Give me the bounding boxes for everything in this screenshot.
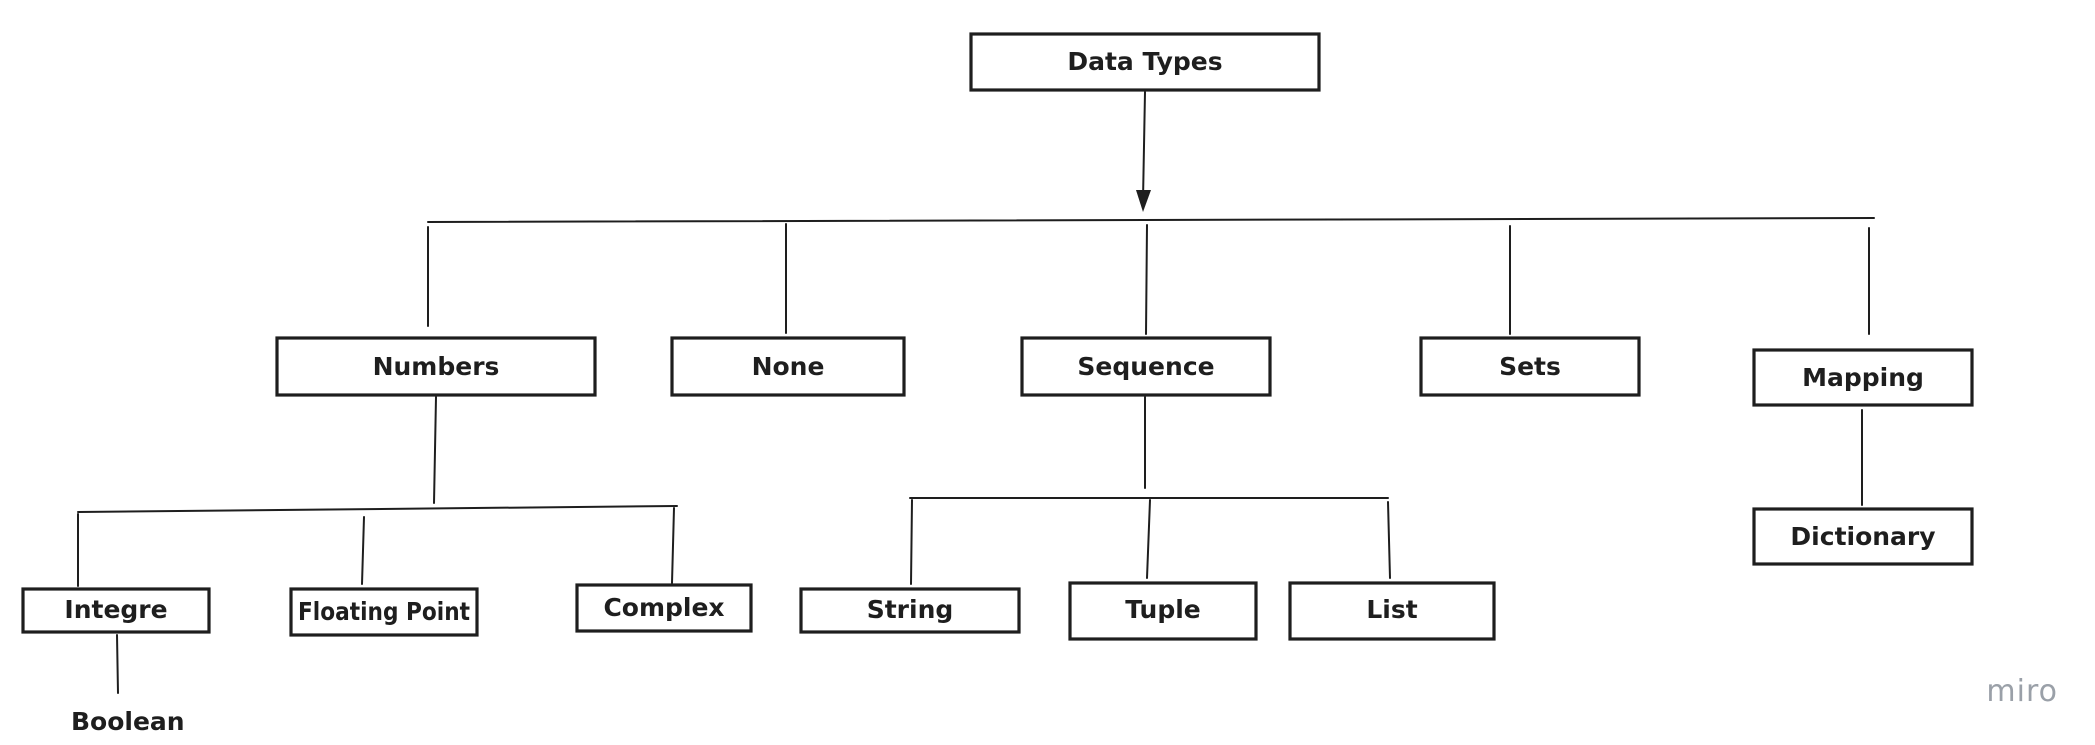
node-sequence: Sequence bbox=[1020, 336, 1272, 397]
node-numbers: Numbers bbox=[275, 336, 597, 397]
node-floating-point: Floating Point bbox=[289, 587, 479, 637]
node-none-label: None bbox=[752, 352, 825, 381]
connector-to-string bbox=[910, 499, 913, 585]
node-string-label: String bbox=[867, 595, 954, 624]
label-boolean: Boolean bbox=[71, 707, 185, 736]
arrowhead-icon bbox=[1136, 190, 1151, 212]
connector-to-sequence bbox=[1145, 224, 1148, 335]
node-data-types: Data Types bbox=[969, 32, 1321, 92]
node-dictionary: Dictionary bbox=[1752, 507, 1974, 566]
connector-numbers-down bbox=[433, 396, 437, 504]
node-list-label: List bbox=[1366, 595, 1417, 624]
connector-top-bus bbox=[427, 217, 1875, 223]
connector-to-list bbox=[1387, 501, 1391, 579]
connector-to-tuple bbox=[1146, 499, 1151, 579]
node-mapping-label: Mapping bbox=[1802, 363, 1924, 392]
connector-to-complex bbox=[671, 507, 675, 584]
node-integre: Integre bbox=[21, 587, 211, 634]
connector-integre-boolean bbox=[116, 634, 119, 694]
node-tuple: Tuple bbox=[1068, 581, 1258, 641]
node-data-types-label: Data Types bbox=[1067, 47, 1222, 76]
node-none: None bbox=[670, 336, 906, 397]
node-dictionary-label: Dictionary bbox=[1790, 522, 1935, 551]
node-complex: Complex bbox=[575, 583, 753, 633]
miro-watermark: miro bbox=[1986, 674, 2058, 709]
node-string: String bbox=[799, 587, 1021, 634]
node-sets: Sets bbox=[1419, 336, 1641, 397]
connector-numbers-bus bbox=[77, 505, 678, 513]
connector-lines bbox=[77, 91, 1875, 694]
node-mapping: Mapping bbox=[1752, 348, 1974, 407]
node-floating-point-label: Floating Point bbox=[298, 597, 470, 626]
node-sets-label: Sets bbox=[1499, 352, 1561, 381]
node-complex-label: Complex bbox=[603, 593, 724, 622]
node-sequence-label: Sequence bbox=[1077, 352, 1214, 381]
connector-root-down bbox=[1142, 91, 1146, 201]
node-numbers-label: Numbers bbox=[373, 352, 500, 381]
node-integre-label: Integre bbox=[64, 595, 167, 624]
node-tuple-label: Tuple bbox=[1125, 595, 1201, 624]
connector-to-floating-point bbox=[361, 516, 365, 585]
node-list: List bbox=[1288, 581, 1496, 641]
